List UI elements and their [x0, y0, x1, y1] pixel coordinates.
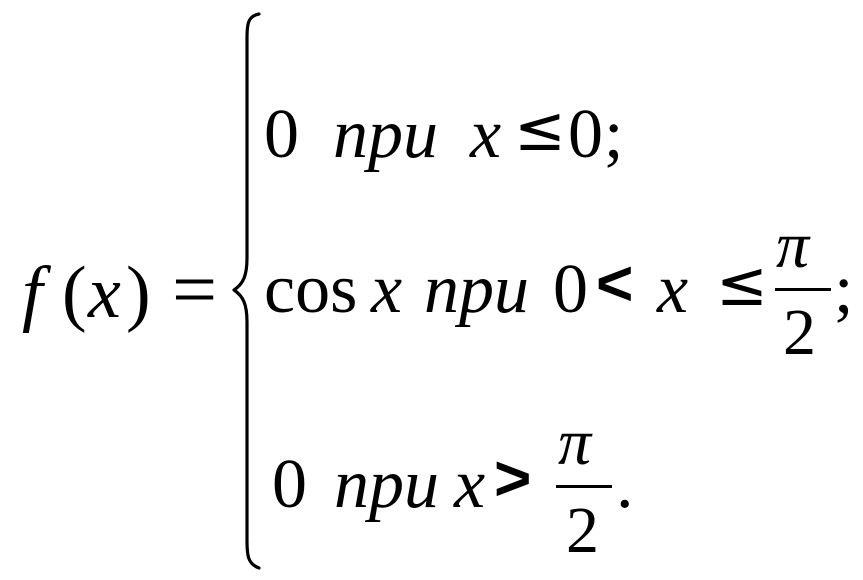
case-3-variable: x	[454, 446, 486, 523]
case-3-word: npu	[334, 446, 439, 523]
case-2-argument: x	[371, 251, 403, 328]
case-3-terminator: .	[616, 446, 634, 523]
case-1-word: npu	[333, 96, 438, 173]
case-3-fraction-numerator: π	[558, 406, 592, 479]
function-argument: x	[88, 252, 121, 334]
case-2-fraction-bar	[775, 288, 831, 291]
case-3-value: 0	[272, 446, 307, 523]
case-2-relation-lt: <	[596, 247, 634, 319]
close-paren: )	[126, 252, 151, 334]
case-1-variable: x	[470, 96, 502, 173]
case-2-fraction-numerator: π	[776, 209, 810, 282]
case-1-bound: 0	[568, 96, 603, 173]
case-3-fraction-bar	[556, 485, 612, 488]
case-1-relation: ≤	[514, 92, 566, 165]
case-2-relation-le: ≤	[716, 247, 768, 320]
left-brace-icon	[232, 12, 261, 570]
case-2-fraction-denominator: 2	[783, 296, 816, 369]
case-2-variable: x	[657, 251, 689, 328]
open-paren: (	[62, 252, 87, 334]
case-2-word: npu	[424, 251, 529, 328]
case-2-lower-bound: 0	[553, 251, 588, 328]
case-3-relation: >	[494, 442, 532, 514]
case-3-fraction-denominator: 2	[566, 494, 599, 567]
function-name: f	[22, 252, 43, 334]
case-2-function: cos	[264, 251, 358, 328]
case-2-terminator: ;	[834, 251, 854, 328]
case-1-terminator: ;	[604, 96, 624, 173]
equals-sign: =	[172, 246, 218, 334]
case-1-value: 0	[264, 96, 299, 173]
